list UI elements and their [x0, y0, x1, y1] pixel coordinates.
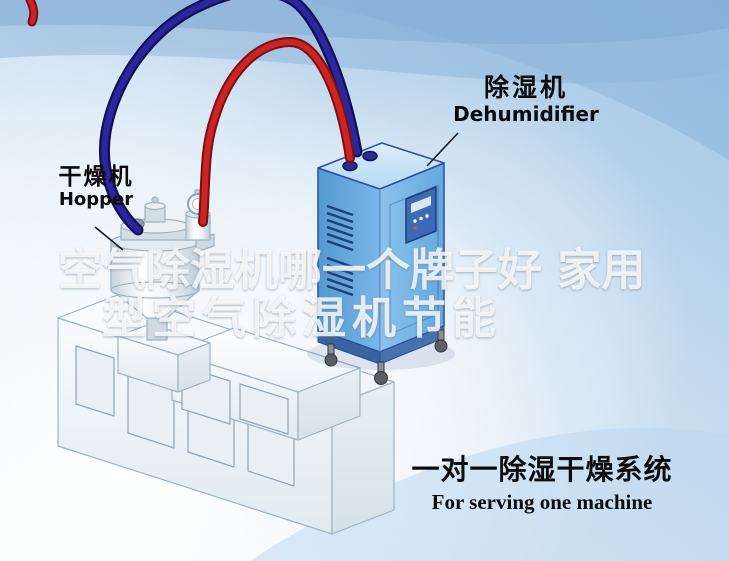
- control-panel: [405, 186, 437, 244]
- blue-hose: [101, 0, 361, 234]
- watermark-line1: 空气除湿机哪一个牌子好 家用: [58, 245, 646, 296]
- hopper-label-zh: 干燥机: [58, 164, 134, 190]
- caster-wheels: [324, 329, 448, 385]
- red-hose: [200, 39, 353, 225]
- dehumidifier-label-zh: 除湿机: [483, 73, 568, 102]
- dehumidifier-callout-line: [426, 132, 459, 167]
- system-caption: 一对一除湿干燥系统 For serving one machine: [392, 453, 692, 515]
- background-swoosh-bottomright: [250, 427, 729, 561]
- system-caption-en: For serving one machine: [431, 490, 653, 515]
- extruder-machine: [57, 293, 395, 535]
- dehumidifier-label: 除湿机 Dehumidifier: [446, 73, 606, 126]
- hopper-body-bottom: [110, 281, 200, 299]
- hopper-cap-knob: [151, 196, 159, 204]
- hose-connector-right: [362, 150, 378, 162]
- hopper-label: 干燥机 Hopper: [48, 164, 144, 211]
- watermark-line2: 型空气除湿机节能: [102, 293, 502, 344]
- dehumidifier-unit: [307, 142, 455, 385]
- hopper-dryer: [110, 189, 215, 341]
- hopper-pump-unit: [185, 189, 215, 253]
- vent-grille: [326, 204, 354, 297]
- red-hose-stub: [27, 0, 37, 25]
- cabinet-door-seam: [389, 184, 439, 335]
- hopper-label-en: Hopper: [58, 189, 134, 211]
- dehumidifier-label-en: Dehumidifier: [453, 101, 599, 126]
- hoses: [25, 0, 363, 236]
- power-indicator: [413, 226, 417, 230]
- system-caption-zh: 一对一除湿干燥系统: [411, 453, 673, 486]
- hopper-callout-line: [94, 226, 124, 251]
- control-display: [411, 196, 431, 213]
